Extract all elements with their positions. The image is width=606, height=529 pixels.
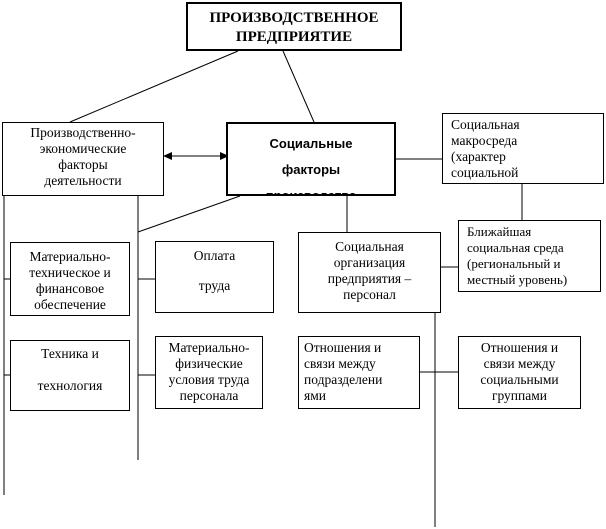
node-material-tech: Материально- техническое и финансовое об… — [10, 242, 130, 316]
node-dept-relations-label: Отношения и связи между подразделени ями — [304, 340, 383, 403]
node-tech: Техника и технология — [10, 340, 130, 411]
node-group-relations-label: Отношения и связи между социальными груп… — [480, 340, 559, 403]
line-enterprise-social — [282, 50, 315, 123]
line-enterprise-prodecon — [69, 50, 239, 123]
node-enterprise-label: ПРОИЗВОДСТВЕННОЕ ПРЕДПРИЯТИЕ — [209, 10, 379, 45]
node-prod-econ: Производственно- экономические факторы д… — [2, 122, 164, 196]
arrowhead-left — [163, 152, 172, 160]
node-nearest: Ближайшая социальная среда (региональный… — [458, 220, 601, 292]
node-social-factors-label: Социальные факторы производства — [265, 136, 357, 196]
node-macro-label: Социальная макросреда (характер социальн… — [451, 117, 520, 180]
node-macro: Социальная макросреда (характер социальн… — [442, 113, 604, 184]
node-tech-label: Техника и технология — [37, 346, 103, 393]
node-conditions-label: Материально- физические условия труда пе… — [168, 340, 250, 403]
node-pay: Оплата труда — [155, 241, 274, 313]
node-enterprise: ПРОИЗВОДСТВЕННОЕ ПРЕДПРИЯТИЕ — [186, 2, 402, 51]
node-material-tech-label: Материально- техническое и финансовое об… — [29, 249, 111, 312]
node-prod-econ-label: Производственно- экономические факторы д… — [30, 125, 136, 188]
node-group-relations: Отношения и связи между социальными груп… — [458, 336, 581, 409]
node-conditions: Материально- физические условия труда пе… — [155, 336, 263, 409]
node-social-org-label: Социальная организация предприятия – пер… — [327, 239, 412, 302]
arrowhead-right — [220, 152, 229, 160]
node-pay-label: Оплата труда — [193, 248, 236, 293]
node-social-org: Социальная организация предприятия – пер… — [298, 232, 441, 313]
line-social-diagonal — [137, 195, 241, 233]
node-nearest-label: Ближайшая социальная среда (региональный… — [467, 224, 568, 287]
node-dept-relations: Отношения и связи между подразделени ями — [298, 336, 420, 409]
node-social-factors: Социальные факторы производства — [226, 122, 396, 196]
